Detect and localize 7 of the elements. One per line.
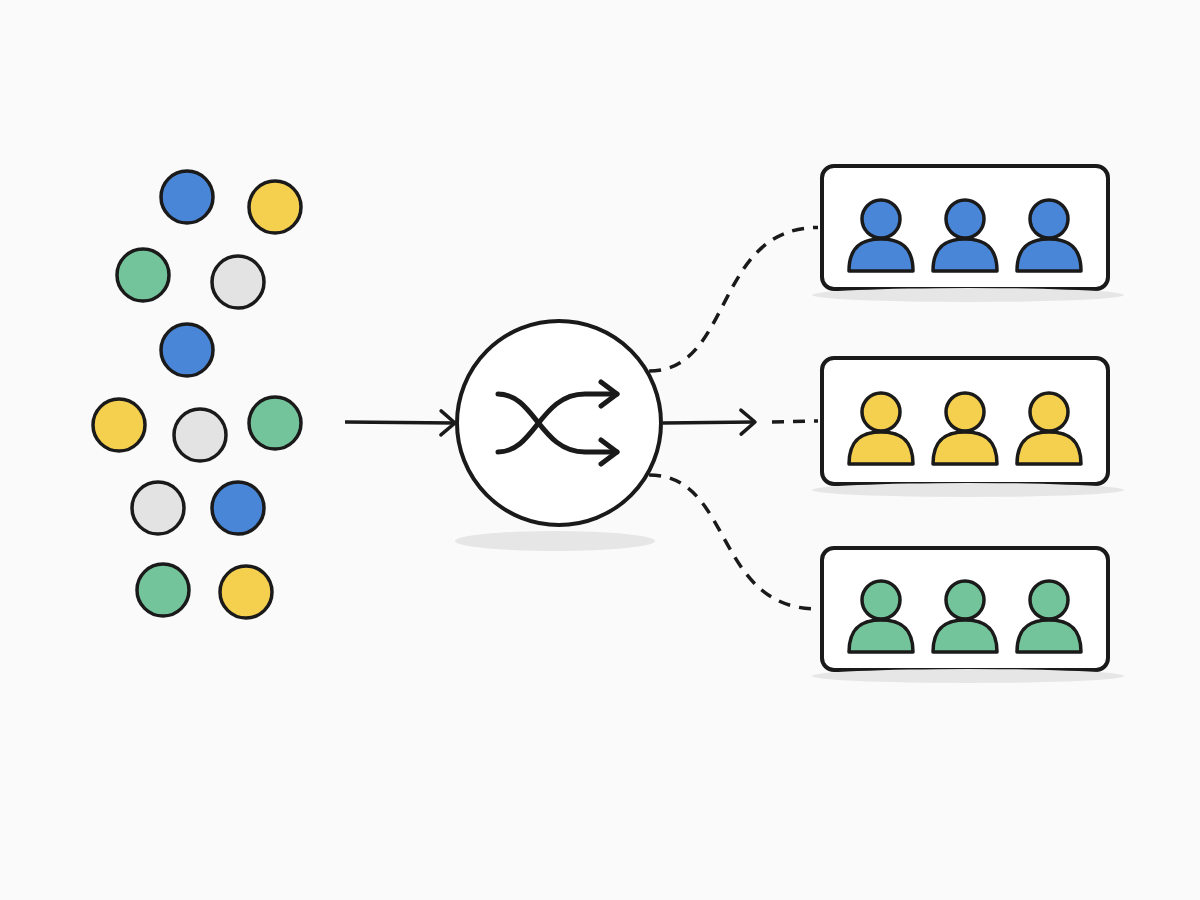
arrow [663, 408, 757, 436]
group-box [820, 546, 1110, 672]
group-box [820, 164, 1110, 291]
arrow [345, 409, 457, 437]
dashed-connector [771, 419, 819, 424]
dashed-connector [648, 225, 819, 373]
group-box [820, 356, 1110, 486]
